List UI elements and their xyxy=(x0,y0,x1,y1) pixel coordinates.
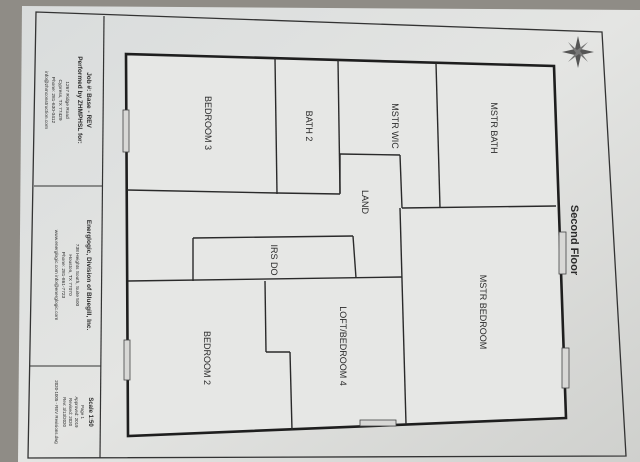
sheet-border xyxy=(27,11,627,459)
scale-note-line-3: Approved: 2019 xyxy=(74,396,79,428)
company-line-2: Houston, TX 77070 xyxy=(67,254,73,296)
scale-note-line-6: 2020-1005 - REV Revisions.dwg xyxy=(54,380,59,444)
room-label-bath-2: BATH 2 xyxy=(304,111,314,142)
room-label-bedroom-2: BEDROOM 2 xyxy=(202,331,212,385)
room-label-land: LAND xyxy=(360,190,370,215)
sheet-title: Second Floor xyxy=(568,205,580,276)
scale-note-line-2: Page 1 xyxy=(80,405,85,419)
client-line-4: info@zhmconstruction.com xyxy=(43,71,49,129)
title-block-job-info: Job #: Base - REV Performed by ZHMPHSL f… xyxy=(43,56,92,144)
floor-plan-outline xyxy=(124,52,568,438)
title-block-scale: Scale 1:50 Page 1 Approved: 2019 Revised… xyxy=(54,380,93,444)
north-arrow-icon xyxy=(562,36,594,68)
scale-note: Scale 1:50 xyxy=(87,397,93,427)
company-name: Energlogic, Division of Bluegill, Inc. xyxy=(85,220,92,331)
room-label-loft-bedroom-4: LOFT/BEDROOM 4 xyxy=(338,306,348,386)
scale-note-line-5: Rev: 3/13/2020 xyxy=(62,397,67,427)
room-label-mstr-bedroom: MSTR BEDROOM xyxy=(478,275,488,350)
company-line-4: www.energlogic.com info@energlogic.com xyxy=(53,230,59,320)
client-line-2: Cypress, TX 77429 xyxy=(57,80,63,121)
job-number: Job #: Base - REV xyxy=(85,72,92,128)
windows xyxy=(122,109,570,427)
performed-by: Performed by ZHMPHSL for: xyxy=(76,56,83,144)
company-line-3: Phone: 281-861-7723 xyxy=(60,252,66,299)
interior-walls xyxy=(126,57,557,431)
client-line-1: 1267 Ridge Road xyxy=(64,81,70,119)
title-block-divider xyxy=(99,15,105,459)
title-block-company: Energlogic, Division of Bluegill, Inc. 7… xyxy=(53,220,92,331)
room-label-mstr-bath: MSTR BATH xyxy=(489,102,499,153)
client-line-3: Phone: 281-630-0412 xyxy=(50,77,56,124)
company-line-1: 738 Heights South, Suite 500 xyxy=(74,244,80,307)
room-label-mstr-wic: MSTR WIC xyxy=(390,103,400,149)
room-label-stairs: IRS DO xyxy=(269,244,279,275)
scale-note-line-4: Revised: 2020 xyxy=(68,398,73,427)
room-label-bedroom-3: BEDROOM 3 xyxy=(203,96,213,150)
